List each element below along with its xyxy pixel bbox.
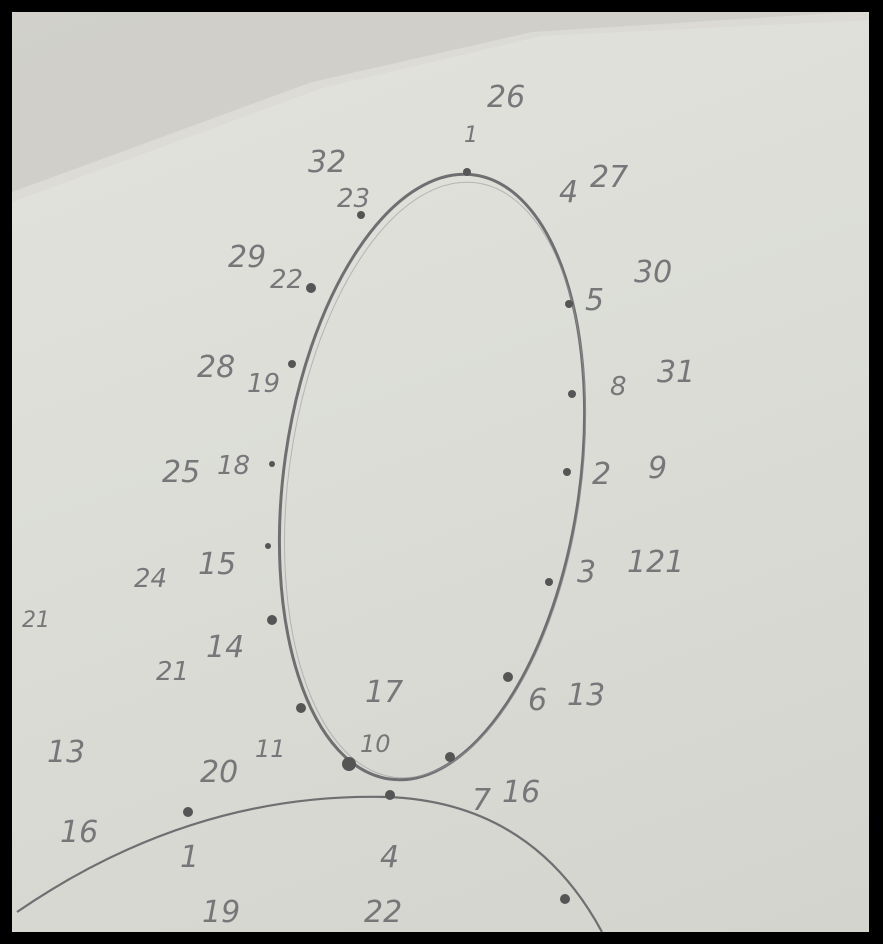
label: 6 [528,683,547,718]
label: 20 [200,755,238,790]
label: 19 [247,369,280,399]
ellipse-label-group: 1 26 4 27 5 30 8 31 2 9 3 121 6 13 7 16 … [134,80,695,818]
label: 5 [585,283,604,318]
lower-label-group: 1 19 4 22 16 13 21 [22,608,402,930]
label: 16 [502,775,540,810]
label: 16 [60,815,98,850]
label: 30 [634,255,672,290]
label: 22 [270,265,303,295]
label: 27 [590,160,628,195]
label: 121 [627,545,684,580]
label: 10 [360,730,391,758]
label: 13 [567,678,605,713]
pencil-drawing: 1 26 4 27 5 30 8 31 2 9 3 121 6 13 7 16 … [12,12,869,932]
label: 7 [472,783,491,818]
label: 22 [364,895,402,930]
label: 14 [206,630,244,665]
ellipse-points [265,168,576,771]
label: 1 [464,123,478,148]
paper-shadow [12,12,852,192]
label: 8 [610,372,627,402]
lower-circle-arc [16,795,603,932]
label: 13 [47,735,85,770]
label: 21 [156,657,189,687]
label: 29 [228,240,266,275]
lower-circle-points [183,790,570,904]
label: 24 [134,564,167,594]
label: 4 [559,175,578,210]
label: 32 [308,145,346,180]
ellipse-outline [277,172,587,782]
label: 25 [162,455,200,490]
label: 11 [255,735,286,763]
label: 21 [22,608,50,633]
label: 19 [202,895,240,930]
paper-photo: 1 26 4 27 5 30 8 31 2 9 3 121 6 13 7 16 … [12,12,869,932]
label: 9 [648,451,667,486]
label: 31 [657,355,695,390]
label: 15 [198,547,236,582]
label: 23 [337,184,370,214]
label: 28 [197,350,235,385]
label: 1 [180,840,199,875]
label: 17 [365,675,403,710]
label: 3 [577,555,596,590]
label: 26 [487,80,525,115]
label: 2 [592,457,611,492]
label: 18 [217,451,250,481]
label: 4 [380,840,399,875]
